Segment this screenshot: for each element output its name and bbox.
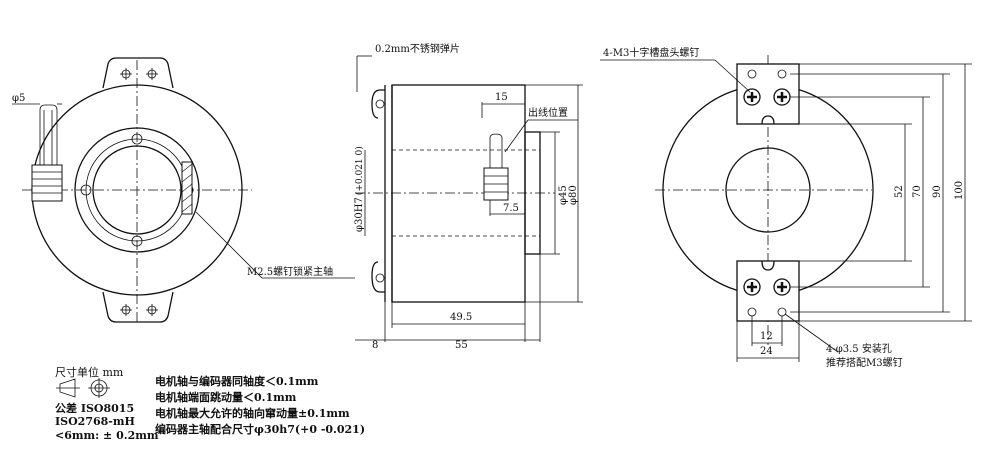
requirement-3: 电机轴最大允许的轴向窜动量±0.1mm <box>155 406 350 420</box>
set-screw-leader <box>195 211 263 279</box>
bottom-mount-ear <box>102 291 174 323</box>
flange-hole <box>131 133 143 145</box>
iso-note: ISO2768-mH <box>55 415 135 428</box>
dim12-label: 12 <box>760 331 773 342</box>
dim90-label: 90 <box>932 185 943 198</box>
bore <box>92 145 182 235</box>
cable-gland <box>31 164 63 202</box>
spring-plate-top <box>371 89 385 119</box>
phillips-screw <box>743 88 761 106</box>
cable <box>39 104 58 165</box>
spring-plate-label: 0.2mm不锈钢弹片 <box>375 42 460 55</box>
dim8-label: 8 <box>372 340 378 351</box>
top-mount-ear <box>102 57 174 89</box>
unit-note: 尺寸单位 mm <box>55 365 124 379</box>
dim70-label: 70 <box>912 185 923 198</box>
mount-hole-label: 4-φ3.5 安装孔 <box>826 342 892 355</box>
mount-screw-label: 推荐搭配M3螺钉 <box>826 356 903 369</box>
dim49_5-label: 49.5 <box>450 312 472 323</box>
flange-hole <box>131 235 143 247</box>
dim100-label: 100 <box>954 181 965 200</box>
flange-hole <box>80 184 92 196</box>
bore-label: φ30H7(+0.021 0) <box>354 146 365 232</box>
flange <box>74 127 200 253</box>
front-view-left: φ5 M2.5螺钉锁紧主轴 <box>12 57 355 325</box>
phi80-label: φ80 <box>568 185 579 205</box>
requirement-4: 编码器主轴配合尺寸φ30h7(+0 -0.021) <box>155 422 365 436</box>
top-screws-label: 4-M3十字槽盘头螺钉 <box>603 46 699 59</box>
projection-symbol <box>56 378 110 398</box>
requirement-1: 电机轴与编码器同轴度＜0.1mm <box>155 374 319 388</box>
outlet-position-label: 出线位置 <box>528 106 568 119</box>
lt6-note: <6mm: ± 0.2mm <box>55 429 159 442</box>
rear-bore <box>725 147 811 233</box>
spring-plate-bottom <box>371 261 385 293</box>
phi5-label: φ5 <box>12 93 25 104</box>
rear-view-right: 4-M3十字槽盘头螺钉 52 70 90 100 12 24 4-φ3.5 安装… <box>600 46 972 369</box>
phi45-label: φ45 <box>558 185 569 205</box>
dim52-label: 52 <box>894 185 905 198</box>
requirement-2: 电机轴端面跳动量＜0.1mm <box>155 390 297 404</box>
notes-block: 尺寸单位 mm 公差 ISO8015 ISO2768-mH <6mm: ± 0.… <box>55 365 365 442</box>
top-bracket <box>736 63 800 125</box>
set-screw-label: M2.5螺钉锁紧主轴 <box>247 265 333 278</box>
dim24-label: 24 <box>760 346 773 357</box>
dim15-label: 15 <box>495 92 508 103</box>
phillips-screw <box>743 278 761 296</box>
tolerance-note: 公差 ISO8015 <box>55 401 134 415</box>
dim55-label: 55 <box>455 340 468 351</box>
side-view: 0.2mm不锈钢弹片 15 出线位置 7.5 φ30H7( <box>354 42 583 351</box>
dim7_5-label: 7.5 <box>503 203 519 214</box>
